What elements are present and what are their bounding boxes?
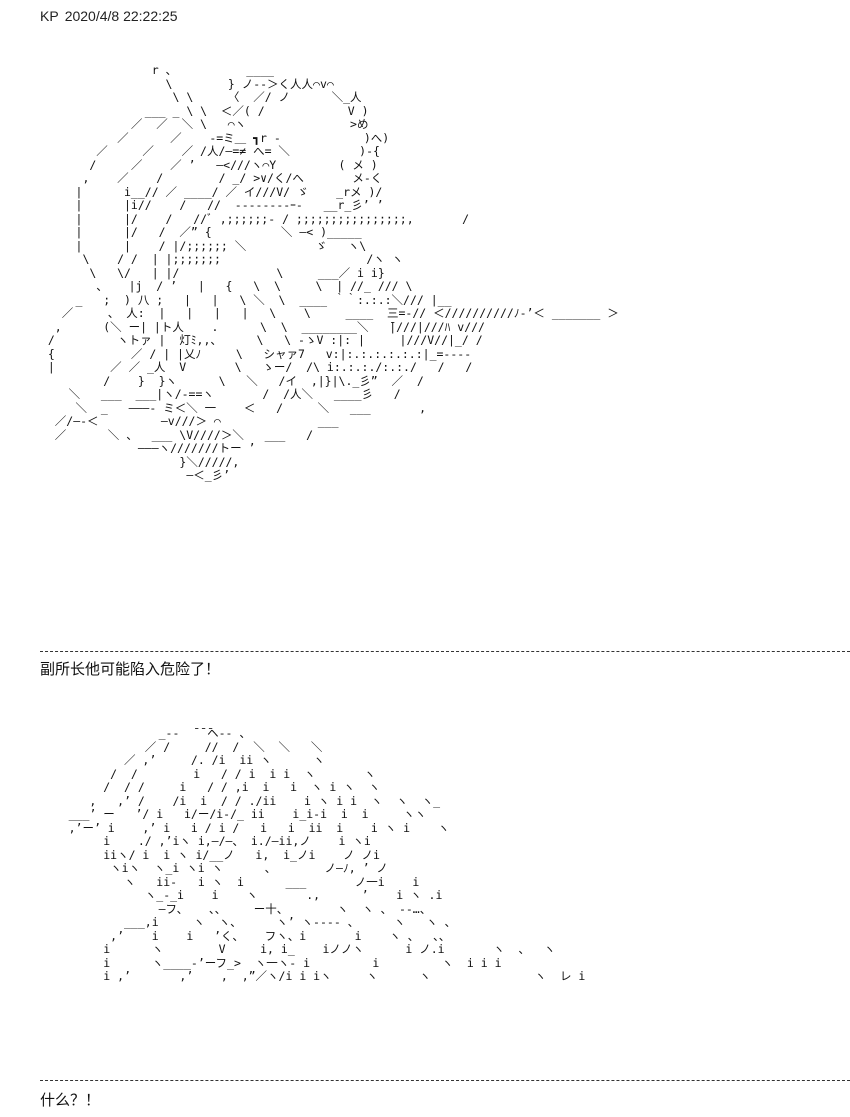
dashed-divider [40, 651, 850, 652]
post-header: KP 2020/4/8 22:22:25 [40, 8, 178, 24]
caption-line: 副所长他可能陷入危险了！ [40, 660, 221, 678]
author-name: KP [40, 8, 59, 24]
ascii-art-character-face: _-‐ ̄ ̄ ̄ヘ‐- 、 ／ / // / ＼ ＼ ＼ ／ ,’ /. /i… [68, 726, 586, 983]
post-timestamp: 2020/4/8 22:22:25 [64, 8, 178, 24]
ascii-art-armored-soldier: r 、 ____ \ } ノ--＞く人人⌒v⌒ \ \ 〈 ／/ ノ ＼_人 _… [47, 63, 619, 482]
dashed-divider [40, 1080, 850, 1081]
caption-line: 什么？！ [40, 1091, 101, 1109]
